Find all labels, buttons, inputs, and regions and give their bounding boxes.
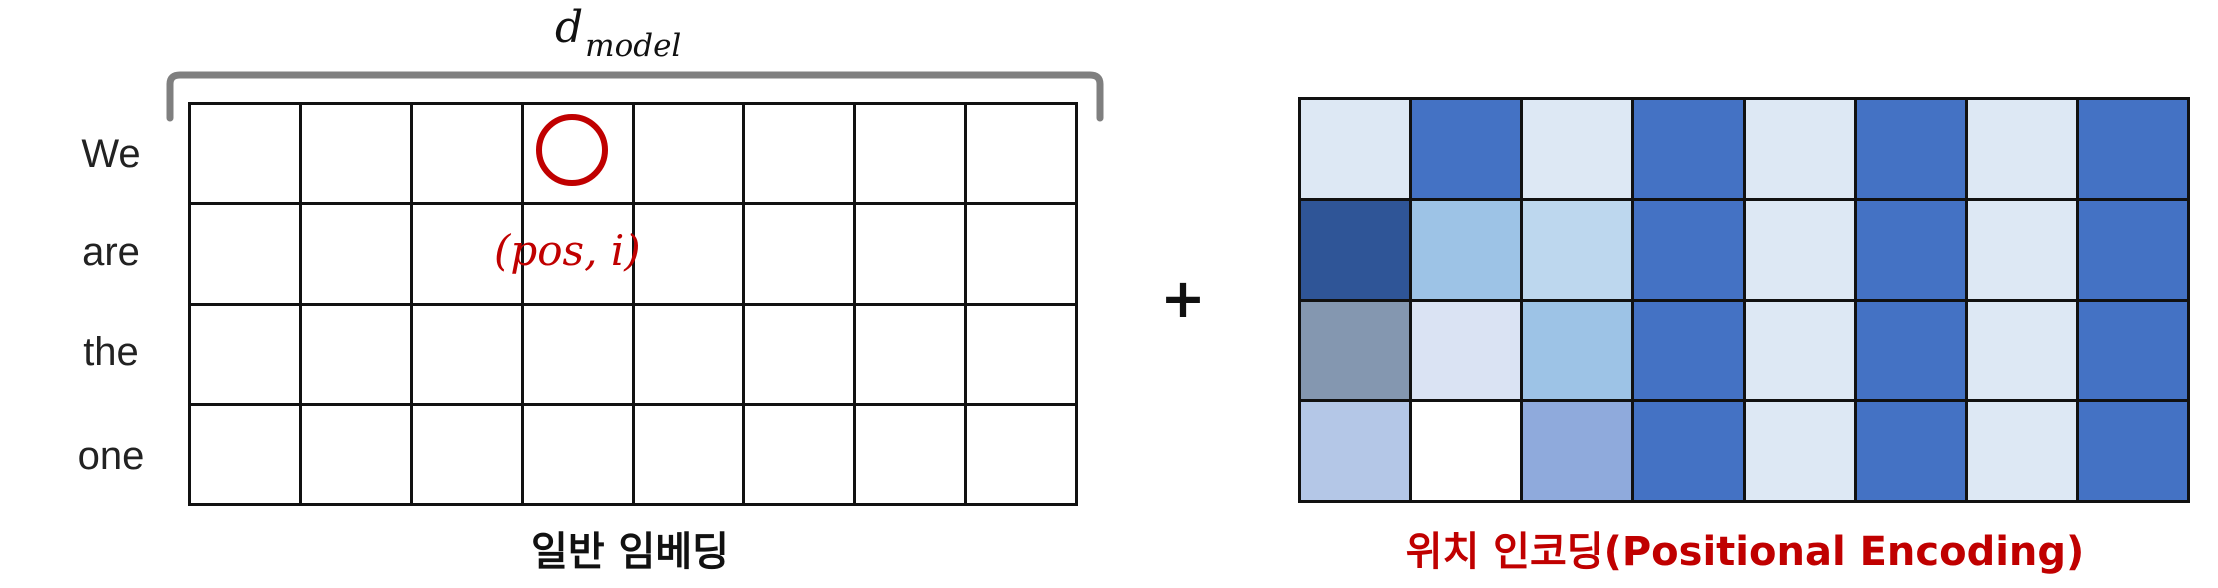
positional-encoding-cell (1412, 200, 1524, 302)
row-label-3: one (77, 434, 145, 478)
embedding-cell (523, 405, 635, 506)
positional-encoding-cell (1523, 402, 1635, 503)
positional-encoding-cell (2078, 301, 2190, 403)
embedding-cell (412, 205, 524, 306)
embedding-cell (745, 105, 857, 206)
embedding-cell (856, 105, 968, 206)
position-index-label: (pos, i) (494, 226, 641, 275)
positional-encoding-cell (1967, 402, 2079, 503)
positional-encoding-cell (1745, 301, 1857, 403)
positional-encoding-cell (1634, 301, 1746, 403)
positional-encoding-cell (1856, 100, 1968, 201)
embedding-cell (634, 105, 746, 206)
positional-encoding-cell (1523, 200, 1635, 302)
embedding-cell (301, 205, 413, 306)
dmodel-bracket (166, 71, 1104, 122)
positional-encoding-caption: 위치 인코딩(Positional Encoding) (1405, 529, 2085, 575)
dmodel-subscript: model (585, 28, 682, 64)
embedding-cell (301, 305, 413, 406)
embedding-cell (301, 105, 413, 206)
positional-encoding-grid (1298, 97, 2190, 503)
embedding-cell (301, 405, 413, 506)
positional-encoding-cell (2078, 100, 2190, 201)
row-label-2: the (83, 330, 139, 374)
embedding-grid (188, 102, 1078, 506)
positional-encoding-cell (1301, 301, 1413, 403)
embedding-cell (856, 405, 968, 506)
positional-encoding-cell (1412, 402, 1524, 503)
positional-encoding-cell (1523, 301, 1635, 403)
positional-encoding-cell (1523, 100, 1635, 201)
embedding-cell (191, 205, 302, 306)
embedding-cell (745, 405, 857, 506)
embedding-cell (745, 205, 857, 306)
positional-encoding-cell (2078, 200, 2190, 302)
positional-encoding-cell (1745, 200, 1857, 302)
embedding-cell (191, 305, 302, 406)
embedding-cell (967, 305, 1078, 406)
positional-encoding-cell (1967, 100, 2079, 201)
embedding-cell (523, 205, 635, 306)
positional-encoding-cell (1967, 301, 2079, 403)
embedding-cell (191, 405, 302, 506)
positional-encoding-cell (1301, 100, 1413, 201)
positional-encoding-cell (1745, 100, 1857, 201)
position-marker-circle (536, 114, 608, 186)
embedding-cell (412, 405, 524, 506)
positional-encoding-cell (1967, 200, 2079, 302)
embedding-cell (634, 205, 746, 306)
positional-encoding-cell (1745, 402, 1857, 503)
positional-encoding-cell (1301, 402, 1413, 503)
embedding-cell (634, 405, 746, 506)
positional-encoding-cell (1856, 301, 1968, 403)
embedding-cell (967, 105, 1078, 206)
row-label-0: We (81, 132, 141, 176)
embedding-cell (412, 105, 524, 206)
plus-operator: + (1160, 267, 1206, 330)
positional-encoding-cell (1634, 100, 1746, 201)
embedding-cell (967, 205, 1078, 306)
embedding-cell (191, 105, 302, 206)
positional-encoding-cell (1856, 402, 1968, 503)
positional-encoding-cell (1634, 200, 1746, 302)
positional-encoding-cell (1856, 200, 1968, 302)
embedding-cell (856, 205, 968, 306)
embedding-cell (634, 305, 746, 406)
positional-encoding-cell (1301, 200, 1413, 302)
row-label-1: are (82, 230, 140, 274)
embedding-cell (523, 105, 635, 206)
dmodel-label: dmodel (555, 6, 681, 62)
embedding-cell (856, 305, 968, 406)
embedding-cell (967, 405, 1078, 506)
positional-encoding-cell (1412, 301, 1524, 403)
embedding-caption: 일반 임베딩 (531, 529, 729, 575)
positional-encoding-cell (1412, 100, 1524, 201)
dmodel-main: d (555, 2, 584, 53)
embedding-cell (412, 305, 524, 406)
embedding-cell (523, 305, 635, 406)
embedding-cell (745, 305, 857, 406)
positional-encoding-cell (1634, 402, 1746, 503)
positional-encoding-cell (2078, 402, 2190, 503)
